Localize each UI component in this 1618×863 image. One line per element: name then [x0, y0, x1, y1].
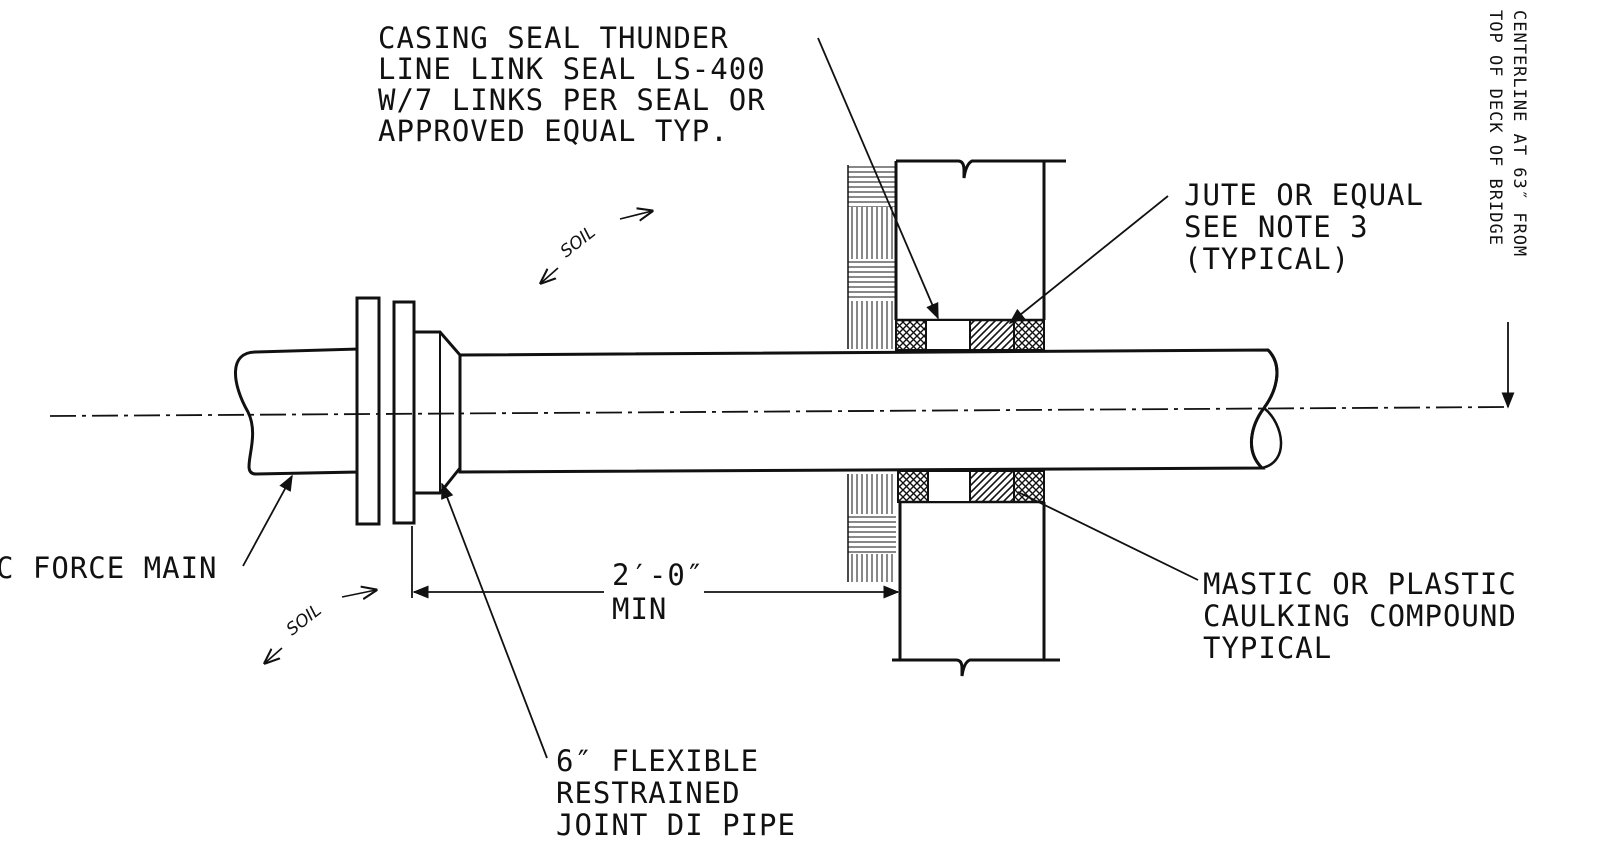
svg-text:MIN: MIN [612, 592, 667, 626]
jute-label: JUTE OR EQUAL SEE NOTE 3 (TYPICAL) [1184, 178, 1424, 276]
wall-face-texture [847, 165, 896, 582]
annular-seals [895, 319, 1045, 503]
restraint-rings [355, 296, 416, 526]
svg-text:(TYPICAL): (TYPICAL) [1184, 242, 1350, 276]
leaders [242, 37, 1199, 759]
svg-text:CENTERLINE AT 63″ FROM: CENTERLINE AT 63″ FROM [1509, 10, 1529, 257]
jute-upper [969, 319, 1015, 351]
svg-text:APPROVED EQUAL TYP.: APPROVED EQUAL TYP. [378, 114, 729, 148]
link-seal-lower [927, 470, 971, 503]
svg-text:RESTRAINED: RESTRAINED [556, 776, 741, 810]
flexible-leader [441, 482, 548, 759]
wall-section-lower [892, 500, 1060, 677]
svg-text:TOP OF DECK OF BRIDGE: TOP OF DECK OF BRIDGE [1485, 10, 1505, 246]
flexible-joint-label: 6″ FLEXIBLE RESTRAINED JOINT DI PIPE [556, 744, 796, 842]
jute-leader [1008, 195, 1169, 325]
force-main-leader [242, 474, 293, 567]
soil-arrows [265, 211, 652, 663]
svg-text:JUTE OR EQUAL: JUTE OR EQUAL [1184, 178, 1424, 212]
svg-text:MASTIC OR PLASTIC: MASTIC OR PLASTIC [1203, 567, 1517, 601]
mastic-leader [1017, 491, 1199, 581]
svg-text:JOINT DI PIPE: JOINT DI PIPE [556, 808, 796, 842]
casing-seal-leader [817, 37, 939, 320]
svg-text:2′-0″: 2′-0″ [612, 558, 704, 592]
link-seal-upper [925, 319, 971, 351]
centerline [49, 406, 1509, 417]
soil-label-bottom: SOIL [283, 600, 326, 640]
centerline-note: CENTERLINE AT 63″ FROM TOP OF DECK OF BR… [1485, 10, 1529, 257]
svg-text:CASING SEAL THUNDER: CASING SEAL THUNDER [378, 21, 729, 55]
mastic-upper-left [895, 319, 927, 351]
dimension-2ft [411, 526, 900, 599]
casing-seal-label: CASING SEAL THUNDER LINE LINK SEAL LS-40… [378, 21, 766, 148]
main-pipe [458, 348, 1283, 474]
svg-text:LINE LINK SEAL LS-400: LINE LINK SEAL LS-400 [378, 52, 766, 86]
pipe-left-stub [234, 347, 360, 476]
svg-text:W/7 LINKS PER SEAL OR: W/7 LINKS PER SEAL OR [378, 83, 766, 117]
soil-label-top: SOIL [557, 222, 600, 262]
wall-section-upper [894, 159, 1066, 322]
mastic-lower-left [897, 470, 929, 503]
force-main-label: C FORCE MAIN [0, 551, 218, 585]
svg-text:6″ FLEXIBLE: 6″ FLEXIBLE [556, 744, 759, 778]
dimension-label: 2′-0″ MIN [612, 558, 704, 626]
svg-text:SEE NOTE 3: SEE NOTE 3 [1184, 210, 1369, 244]
mastic-upper-right [1013, 319, 1045, 351]
svg-text:TYPICAL: TYPICAL [1203, 631, 1332, 665]
flexible-joint-bell [412, 330, 462, 495]
svg-text:CAULKING COMPOUND: CAULKING COMPOUND [1203, 599, 1517, 633]
mastic-label: MASTIC OR PLASTIC CAULKING COMPOUND TYPI… [1203, 567, 1517, 665]
jute-lower [969, 470, 1015, 503]
